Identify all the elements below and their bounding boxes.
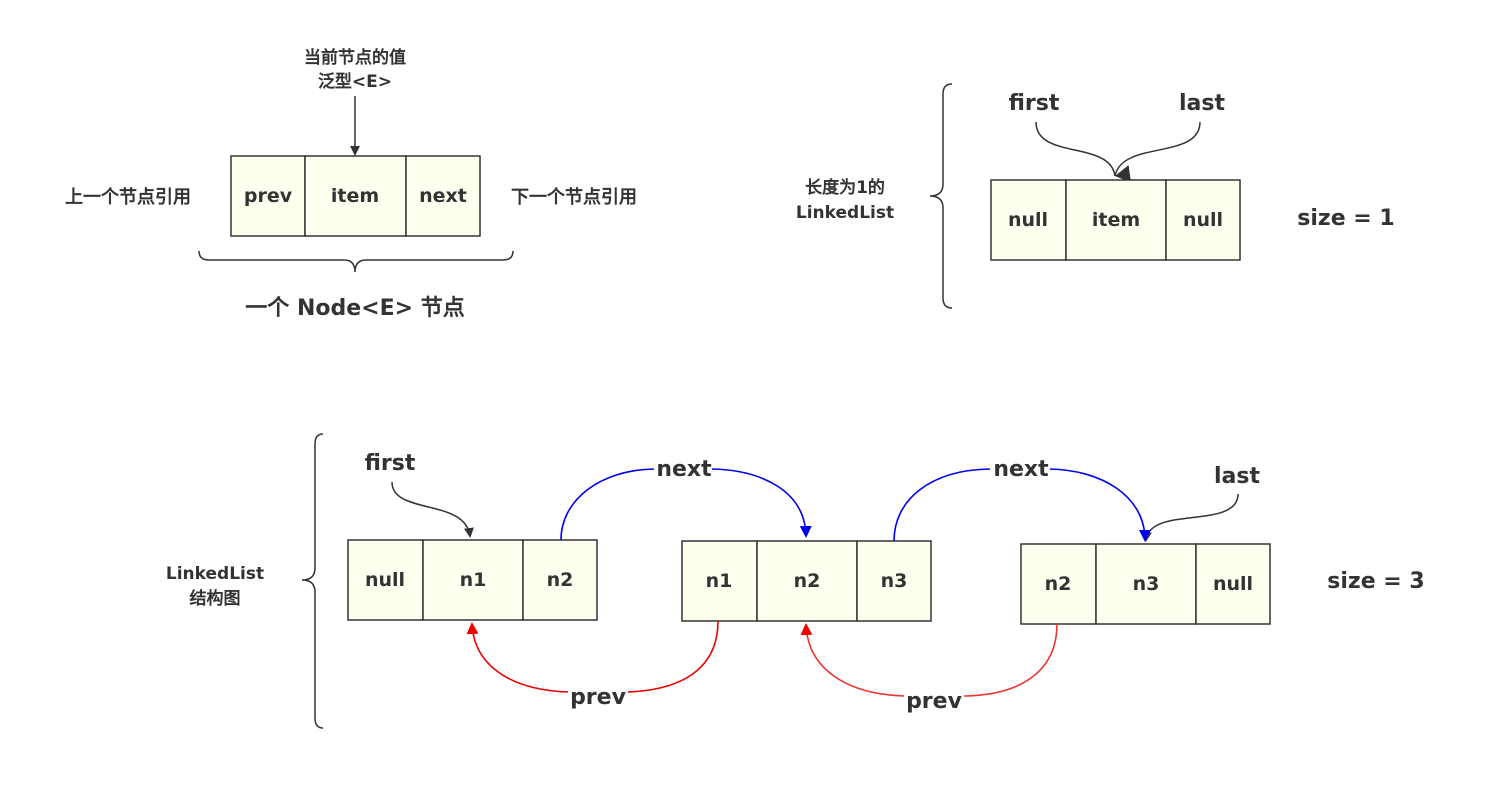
node2-item-label: n2 xyxy=(794,570,821,592)
single-list-brace xyxy=(929,83,953,309)
next-arrow-1 xyxy=(711,468,812,538)
next-reference-label: 下一个节点引用 xyxy=(511,186,637,208)
node3-cell-prev xyxy=(1020,543,1097,625)
list-first-label: first xyxy=(365,451,416,476)
node-underbrace xyxy=(198,250,514,273)
prev-arrow-2a xyxy=(963,623,1058,697)
prev-reference-label: 上一个节点引用 xyxy=(65,186,191,208)
node2-cell-next xyxy=(856,540,932,622)
node-cell-next xyxy=(405,155,481,237)
node2-prev-label: n1 xyxy=(706,570,733,592)
single-last-label: last xyxy=(1179,91,1225,116)
node3-item-label: n3 xyxy=(1133,573,1160,595)
list-label-line1: LinkedList xyxy=(166,564,264,584)
node1-prev-label: null xyxy=(365,569,405,591)
single-first-label: first xyxy=(1009,91,1060,116)
list-brace xyxy=(301,433,324,729)
list-last-pointer xyxy=(1141,493,1239,542)
prev-label-1: prev xyxy=(570,685,627,710)
next-arrow-1a xyxy=(560,468,655,541)
prev-arrow-1a xyxy=(627,620,719,693)
prev-label-2: prev xyxy=(906,689,963,714)
item-annotation-line2: 泛型<E> xyxy=(318,71,392,92)
node3-cell-item xyxy=(1095,543,1197,625)
single-cell-next xyxy=(1165,179,1241,261)
node2-cell-item xyxy=(756,540,858,622)
node-anatomy: 当前节点的值 泛型<E> prev item next 上一个节点引用 下一个节… xyxy=(65,47,637,321)
item-annotation-line1: 当前节点的值 xyxy=(304,47,406,68)
prev-arrow-2 xyxy=(800,623,905,697)
single-size-label: size = 1 xyxy=(1297,206,1394,231)
single-list-label-line2: LinkedList xyxy=(796,203,894,223)
single-first-pointer xyxy=(1035,121,1132,183)
next-label-1: next xyxy=(656,457,712,482)
node1-next-label: n2 xyxy=(547,569,574,591)
list-last-label: last xyxy=(1214,464,1260,489)
node-cell-prev-label: prev xyxy=(244,185,293,207)
node3-cell-next xyxy=(1195,543,1271,625)
single-cell-next-label: null xyxy=(1183,209,1223,231)
single-node-list: 长度为1的 LinkedList first last null item nu… xyxy=(796,83,1395,309)
node2-cell-prev xyxy=(681,540,758,622)
node1-cell-next xyxy=(522,539,598,621)
single-list-label-line1: 长度为1的 xyxy=(805,177,885,198)
list-first-pointer xyxy=(391,481,474,538)
list-size-label: size = 3 xyxy=(1327,569,1424,594)
list-label-line2: 结构图 xyxy=(190,588,241,609)
node-cell-next-label: next xyxy=(419,185,467,207)
three-node-list: LinkedList 结构图 first last null n1 n2 n1 … xyxy=(166,433,1425,729)
node-cell-item xyxy=(304,155,407,237)
next-arrow-2 xyxy=(1049,468,1151,542)
node-caption: 一个 Node<E> 节点 xyxy=(245,295,464,321)
node1-item-label: n1 xyxy=(460,569,487,591)
node3-prev-label: n2 xyxy=(1045,573,1072,595)
node3-next-label: null xyxy=(1213,573,1253,595)
node-cell-item-label: item xyxy=(331,185,379,207)
single-cell-item-label: item xyxy=(1092,209,1140,231)
node2-next-label: n3 xyxy=(881,570,908,592)
next-label-2: next xyxy=(993,457,1049,482)
single-last-pointer xyxy=(1114,121,1201,177)
prev-arrow-1 xyxy=(466,622,569,693)
next-arrow-2a xyxy=(893,468,991,542)
single-cell-prev-label: null xyxy=(1008,209,1048,231)
